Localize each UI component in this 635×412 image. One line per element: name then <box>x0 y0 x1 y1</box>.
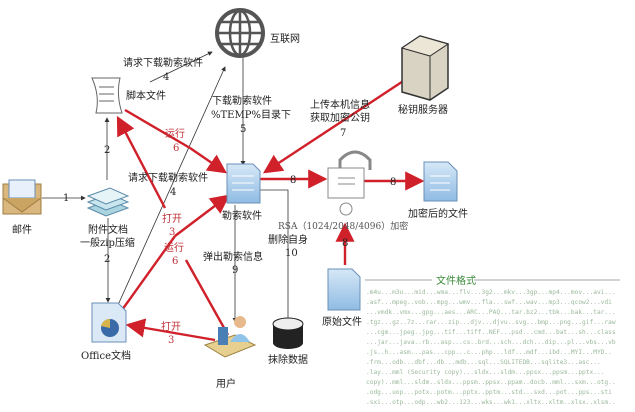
attachment-stack-icon <box>86 187 130 217</box>
edge-run-script-ransomware <box>189 147 227 174</box>
label-request-a-num: 4 <box>163 72 169 83</box>
label-run-b: 运行 <box>164 241 184 254</box>
edge-script-internet <box>149 51 213 83</box>
edge-server-ransomware <box>262 68 421 174</box>
file-format-line: .lay...mml (Security copy)...sldx...sldm… <box>366 369 604 376</box>
label-open-a-num: 3 <box>169 227 175 238</box>
label-request-a: 请求下载勒索软件 <box>123 56 203 69</box>
edge-user-open-office <box>125 318 216 342</box>
file-format-line: ...vmdk..vmx...gpg...aes...ARC...PAQ...t… <box>366 309 616 316</box>
label-step2a: 2 <box>104 145 110 156</box>
label-enc-c: 8 <box>342 238 348 249</box>
label-encrypted: 加密后的文件 <box>408 207 468 220</box>
label-attachment-zip: 一般zip压缩 <box>80 236 135 249</box>
edge-open-script <box>116 115 167 209</box>
ransomware-file-icon <box>226 163 261 204</box>
label-office: Office文档 <box>81 349 131 362</box>
edge-run-script-ransomware-tail <box>124 108 191 150</box>
file-format-line: .js..h...asm...pas...cpp...c...php...ldf… <box>366 349 612 356</box>
label-popup: 弹出勒索信息 <box>203 250 263 263</box>
label-attachment: 附件文档 <box>88 223 128 236</box>
office-document-icon <box>91 302 127 343</box>
label-request-b: 请求下载勒索软件 <box>128 171 208 184</box>
label-upload-1: 上传本机信息 <box>310 98 370 111</box>
file-formats-title: 文件格式 <box>436 274 476 287</box>
file-format-line: copy)..mml...sldm..sldx...ppsm..ppsx..pp… <box>366 379 616 386</box>
label-key-server: 秘钥服务器 <box>398 103 448 116</box>
label-upload-num: 7 <box>340 128 346 139</box>
edge-office-internet <box>117 66 226 306</box>
label-upload-2: 获取加密公钥 <box>310 111 370 124</box>
edge-run-office-tail <box>121 235 176 311</box>
label-open-b-num: 3 <box>168 335 174 346</box>
label-step2b: 2 <box>104 254 110 265</box>
label-internet: 互联网 <box>270 33 300 45</box>
key-server-icon <box>400 35 450 101</box>
original-file-icon <box>327 268 361 311</box>
label-enc-b: 8 <box>390 177 396 188</box>
label-run-b-num: 6 <box>172 256 178 267</box>
label-original: 原始文件 <box>322 315 362 328</box>
edge-run-office-ransomware <box>174 194 230 237</box>
disk-wipe-icon <box>272 317 304 349</box>
label-wipe: 抹除数据 <box>268 353 308 366</box>
label-rsa: RSA（1024/2048/4096）加密 <box>278 220 408 232</box>
label-user: 用户 <box>216 377 236 390</box>
mail-envelope-icon <box>2 179 42 215</box>
file-format-line: .frm...odb...dbf...db...mdb...sql...SQLI… <box>366 359 601 366</box>
label-mail: 邮件 <box>12 223 32 236</box>
label-step1: 1 <box>63 193 69 204</box>
file-format-line: .tgz...gz..7z...rar...zip...djv...djvu..… <box>366 319 616 326</box>
label-run-a-num: 6 <box>173 143 179 154</box>
label-download-num: 5 <box>240 124 246 135</box>
file-format-line: .odg...uop...potx..potm...pptx..pptm...s… <box>366 389 612 396</box>
script-scroll-icon <box>91 77 123 114</box>
label-enc-a: 8 <box>290 175 296 186</box>
file-format-line: .sxi...otp...odp...wb2...123...wks...wk1… <box>366 399 616 406</box>
label-download-2: %TEMP%目录下 <box>211 109 291 121</box>
globe-icon <box>215 8 265 58</box>
label-delete-num: 10 <box>285 248 298 259</box>
key-icon <box>339 202 353 216</box>
label-run-a: 运行 <box>165 127 185 140</box>
label-download-1: 下载勒索软件 <box>212 94 272 107</box>
label-open-b: 打开 <box>161 320 181 333</box>
label-popup-num: 9 <box>232 265 238 276</box>
label-ransomware: 勒索软件 <box>222 209 262 222</box>
file-format-line: .m4u...m3u...mid...wma...flv...3g2...mkv… <box>366 289 616 296</box>
lock-icon <box>327 150 372 216</box>
edge-user-open-line <box>184 259 230 336</box>
label-request-b-num: 4 <box>170 187 176 198</box>
label-delete-self: 删除自身 <box>268 233 308 246</box>
user-at-computer-icon <box>203 316 257 358</box>
encrypted-file-icon <box>423 161 458 202</box>
file-format-line: ...jar...java..rb...asp...cs..brd...sch.… <box>366 339 616 346</box>
file-format-line: .asf...mpeg..vob...mpg...wmv...fla...swf… <box>366 299 612 306</box>
red-arrows <box>116 68 425 342</box>
file-formats-list: .m4u...m3u...mid...wma...flv...3g2...mkv… <box>366 289 616 406</box>
edge-delete-self <box>260 189 291 329</box>
file-format-line: ...cgm...jpeg..jpg...tif...tiff..NEF...p… <box>366 329 616 336</box>
label-script: 脚本文件 <box>126 89 166 102</box>
label-open-a: 打开 <box>162 212 182 225</box>
thin-connectors <box>42 51 620 329</box>
